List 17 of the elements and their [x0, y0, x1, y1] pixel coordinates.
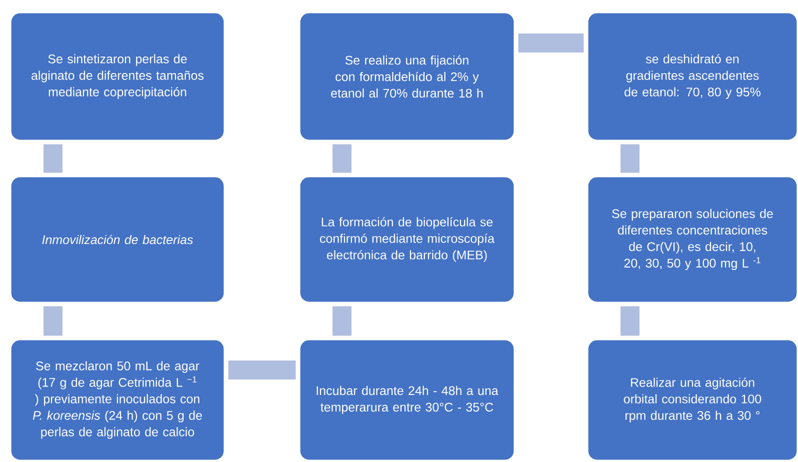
process-box: La formación de biopelícula se confirmó mediante microscopía electrónica de barrido (MEB)	[300, 176, 514, 302]
process-box: Realizar una agitación orbital considerando 100 rpm durante 36 h a 30 °	[588, 340, 798, 460]
connector-bar	[332, 306, 352, 336]
connector-bar	[620, 144, 640, 173]
process-box: Se prepararon soluciones de diferentes concentraciones de Cr(VI), es decir, 10, 20, 30, 50 y 100 mg L $^{-1}$	[588, 176, 798, 302]
process-box: Incubar durante 24h - 48h a una temperarura entre 30°C - 35°C	[300, 340, 514, 460]
connector-bar	[44, 306, 62, 336]
process-box: Inmovilización de bacterias	[10, 176, 224, 302]
process-box: se deshidrató en gradientes ascendentes de etanol: 70, 80 y 95%	[588, 12, 798, 140]
connector-bar	[44, 144, 62, 173]
process-box: Se sintetizaron perlas de alginato de diferentes tamaños mediante coprecipitación	[10, 12, 224, 140]
connector-bar	[518, 34, 584, 52]
process-box: Se mezclaron 50 mL de agar (17 g de agar Cetrimida L $^{−1}$ ) previamente inoculados con P. koreensis (24 h) con 5 g de perlas de alginato de calcio	[10, 340, 224, 460]
connector-bar	[228, 360, 296, 380]
process-box: Se realizo una fijación con formaldehído al 2% y etanol al 70% durante 18 h	[300, 12, 514, 140]
connector-bar	[620, 306, 640, 336]
connector-bar	[332, 144, 352, 173]
